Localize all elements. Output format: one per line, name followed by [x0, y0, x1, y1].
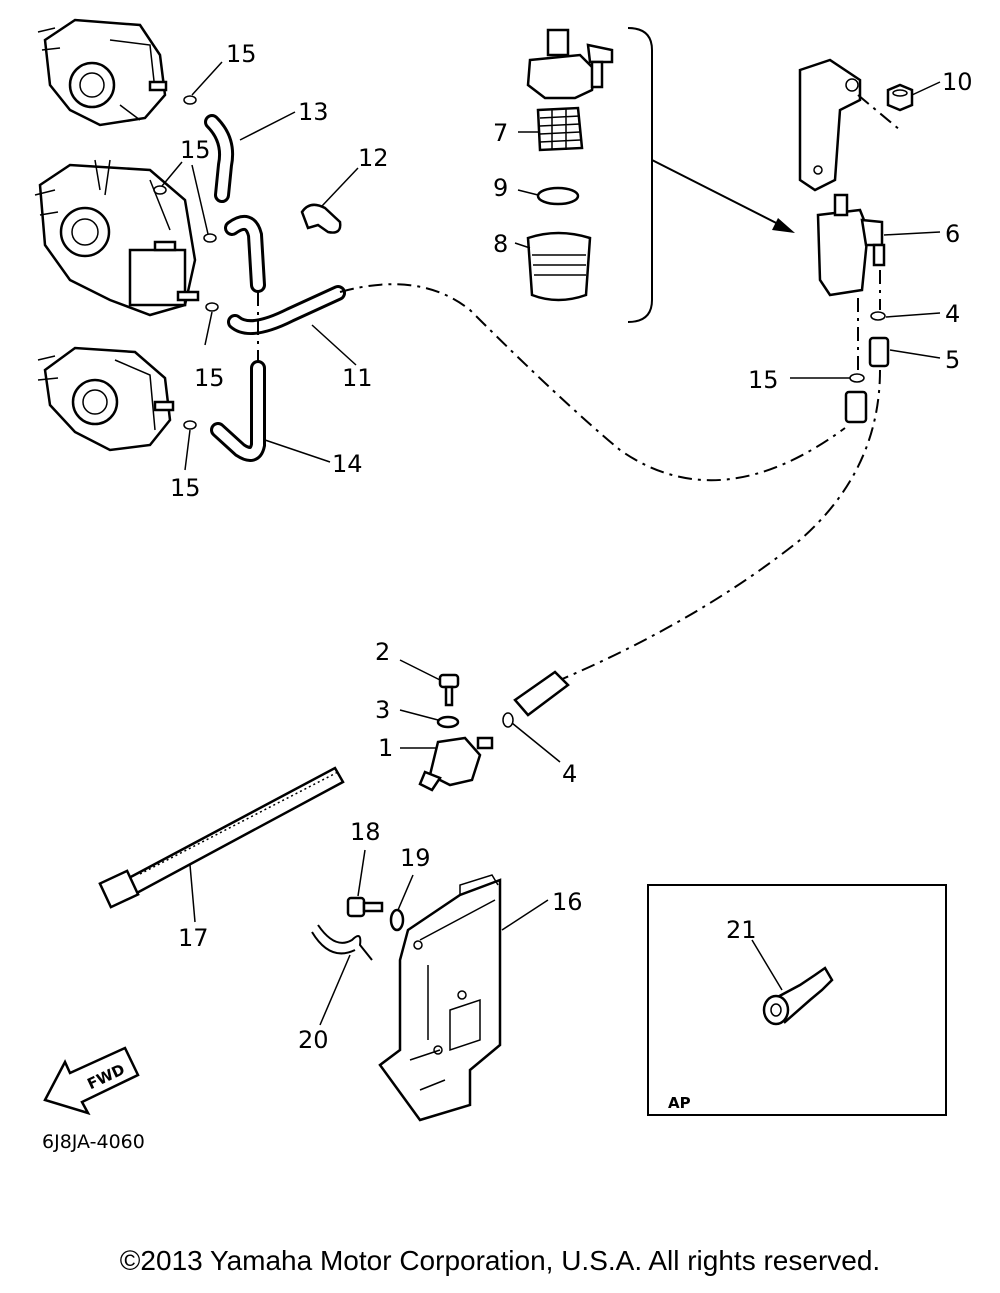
callout-15d: 15 — [170, 474, 201, 502]
inset-frame — [647, 884, 947, 1116]
cable-tie-17 — [98, 766, 345, 909]
hose-13 — [204, 114, 235, 203]
clamp-4 — [502, 712, 514, 728]
callout-9: 9 — [493, 174, 508, 202]
callout-2: 2 — [375, 638, 390, 666]
fwd-arrow: FWD — [43, 1046, 140, 1116]
hose-14 — [210, 360, 266, 462]
carburetor-bottom — [37, 346, 175, 452]
washer-3 — [436, 715, 460, 729]
exploded-arrow — [651, 159, 791, 231]
callout-15c: 15 — [194, 364, 225, 392]
filter-cap — [526, 28, 614, 100]
diagram-reference-code: 6J8JA-4060 — [42, 1131, 145, 1153]
callout-21: 21 — [726, 916, 757, 944]
hose-joint-5 — [868, 336, 890, 368]
carburetor-top — [37, 18, 168, 127]
callout-8: 8 — [493, 230, 508, 258]
hose-clip-12 — [300, 203, 342, 234]
o-ring-9 — [536, 186, 580, 206]
callout-17: 17 — [178, 924, 209, 952]
callout-12: 12 — [358, 144, 389, 172]
bolt-2 — [438, 673, 460, 707]
callout-14: 14 — [332, 450, 363, 478]
callout-15e: 15 — [748, 366, 779, 394]
exploded-arrow-head — [772, 218, 795, 233]
callout-15b: 15 — [180, 136, 211, 164]
washer-19 — [389, 908, 405, 932]
hose-11 — [227, 285, 346, 336]
leader-lines — [161, 61, 941, 1026]
hose-joint-lower-left — [513, 670, 570, 717]
fuel-line-lower — [559, 369, 881, 681]
fuel-joint-1 — [418, 736, 494, 792]
callout-7: 7 — [493, 119, 508, 147]
callout-4a: 4 — [945, 300, 960, 328]
callout-6: 6 — [945, 220, 960, 248]
hose-joint-lower — [844, 390, 868, 424]
callout-13: 13 — [298, 98, 329, 126]
copyright-notice: ©2013 Yamaha Motor Corporation, U.S.A. A… — [119, 1245, 881, 1276]
nut-10 — [886, 83, 914, 112]
callout-1: 1 — [378, 734, 393, 762]
fuel-filter-6 — [816, 193, 886, 297]
callout-10: 10 — [942, 68, 973, 96]
callout-18: 18 — [350, 818, 381, 846]
clip-20 — [311, 924, 373, 961]
hose-upper-vertical — [224, 214, 266, 293]
inset-label: AP — [668, 1094, 691, 1112]
callout-5: 5 — [945, 346, 960, 374]
exploded-bracket — [627, 27, 653, 323]
callout-15a: 15 — [226, 40, 257, 68]
callout-16: 16 — [552, 888, 583, 916]
callout-11: 11 — [342, 364, 373, 392]
filter-bowl-8 — [526, 231, 592, 302]
fuel-line-upper — [339, 283, 846, 482]
filter-element-7 — [536, 106, 584, 152]
leader-nut — [857, 94, 901, 131]
callout-4b: 4 — [562, 760, 577, 788]
bolt-18 — [346, 896, 384, 918]
callout-20: 20 — [298, 1026, 329, 1054]
fitting-21 — [762, 966, 834, 1026]
callout-19: 19 — [400, 844, 431, 872]
bracket-16 — [378, 874, 502, 1122]
filter-bracket — [798, 58, 862, 192]
callout-3: 3 — [375, 696, 390, 724]
carburetor-middle — [34, 159, 200, 317]
